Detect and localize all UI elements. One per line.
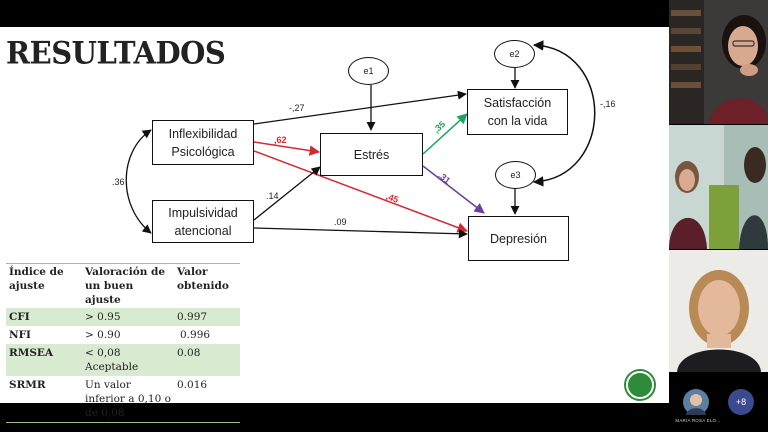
node-inflexibilidad: Inflexibilidad Psicológica xyxy=(152,120,254,165)
more-participants-button[interactable]: +8 xyxy=(728,389,754,415)
table-row: RMSEA < 0,08 Aceptable 0.08 xyxy=(6,344,240,376)
participant-name: MARIA ROSA ELO... xyxy=(675,418,721,423)
participant-video-2 xyxy=(669,125,768,249)
table-header-row: Índice de ajuste Valoración de un buen a… xyxy=(6,263,240,308)
coef-inflex-satisf: -,27 xyxy=(289,103,305,113)
recording-indicator[interactable] xyxy=(626,371,654,399)
arrow-impuls-depres xyxy=(253,227,468,239)
participant-video-1 xyxy=(669,0,768,124)
cell-value: 0.016 xyxy=(174,376,240,423)
coef-impuls-estres: .14 xyxy=(266,191,279,201)
header-criterion: Valoración de un buen ajuste xyxy=(82,263,174,308)
arrow-inflex-depres xyxy=(253,150,468,233)
video-tile-1[interactable] xyxy=(669,0,768,124)
arrow-inflex-satisf xyxy=(253,90,467,125)
cell-index: RMSEA xyxy=(6,344,82,376)
node-satisfaccion: Satisfacción con la vida xyxy=(467,89,568,135)
cell-criterion: > 0.90 xyxy=(85,329,121,341)
slide-title: RESULTADOS xyxy=(6,35,226,71)
coef-inflex-estres: ,62 xyxy=(274,135,287,145)
header-value: Valor obtenido xyxy=(174,263,240,308)
error-e1: e1 xyxy=(348,57,389,85)
table-row: SRMR Un valor inferior a 0,10 o de 0,08 … xyxy=(6,376,240,423)
arrow-inflex-impuls-covariance xyxy=(125,129,152,234)
coef-inflex-impuls: .36 xyxy=(112,177,125,187)
cell-criterion: < 0,08 Aceptable xyxy=(82,344,174,376)
cell-index: SRMR xyxy=(6,376,82,423)
cell-criterion: > 0.95 xyxy=(82,308,174,326)
shared-slide: RESULTADOS e1 e2 e3 Inflexibilidad Ps xyxy=(0,27,669,423)
participants-bar: MARIA ROSA ELO... +8 xyxy=(669,372,768,432)
cell-value: 0.997 xyxy=(174,308,240,326)
cell-criterion: Un valor inferior a 0,10 o de 0,08 xyxy=(82,376,174,423)
table-row: NFI > 0.90 0.996 xyxy=(6,326,240,344)
node-estres: Estrés xyxy=(320,133,423,176)
header-index: Índice de ajuste xyxy=(6,263,82,308)
path-diagram xyxy=(125,40,596,239)
cell-index: NFI xyxy=(9,329,31,341)
arrow-e2-e3-covariance xyxy=(532,40,596,187)
node-impulsividad: Impulsividad atencional xyxy=(152,200,254,243)
fit-indices-table: Índice de ajuste Valoración de un buen a… xyxy=(6,263,240,423)
cell-index: CFI xyxy=(6,308,82,326)
arrow-estres-depres xyxy=(422,165,485,214)
arrow-estres-satisf xyxy=(422,113,468,155)
avatar[interactable] xyxy=(683,389,709,415)
table-row: CFI > 0.95 0.997 xyxy=(6,308,240,326)
video-tile-3[interactable] xyxy=(669,250,768,372)
coef-e2-e3: -,16 xyxy=(600,99,616,109)
participant-video-3 xyxy=(669,250,768,372)
arrow-impuls-estres xyxy=(253,166,321,221)
error-e3: e3 xyxy=(495,161,536,189)
arrow-inflex-estres xyxy=(253,141,321,156)
video-tile-2[interactable] xyxy=(669,125,768,249)
cell-value: 0.996 xyxy=(180,329,211,341)
error-e2: e2 xyxy=(494,40,535,68)
coef-impuls-depres: .09 xyxy=(334,217,347,227)
cell-value: 0.08 xyxy=(174,344,240,376)
node-depresion: Depresión xyxy=(468,216,569,261)
